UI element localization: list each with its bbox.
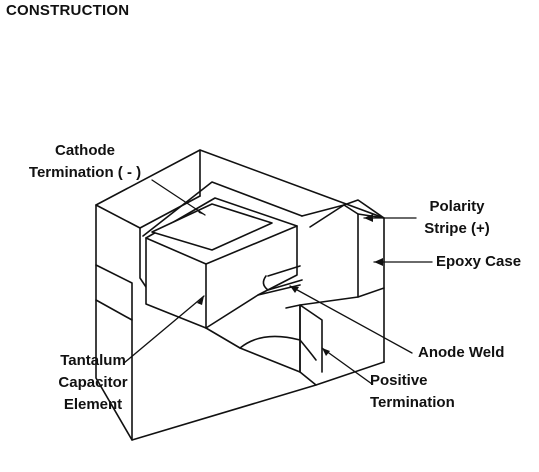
cathode-label-line2: Termination ( - ) xyxy=(28,164,142,181)
tantalum-label-line1: Tantalum xyxy=(60,352,126,369)
polarity-stripe-label: Polarity Stripe (+) xyxy=(412,196,502,240)
leader-lines xyxy=(123,179,433,385)
arrowhead-polarity xyxy=(364,214,373,222)
polarity-stripe xyxy=(309,199,385,298)
tantalum-label-line2: Capacitor xyxy=(58,374,128,391)
tantalum-label-line3: Element xyxy=(63,396,123,413)
positive-label-line1: Positive xyxy=(370,372,428,389)
arrowhead-anode xyxy=(290,286,299,293)
cathode-termination-plate xyxy=(151,203,273,251)
anode-weld-label: Anode Weld xyxy=(418,344,505,361)
positive-termination xyxy=(205,287,385,386)
epoxy-case-label: Epoxy Case xyxy=(436,253,522,270)
tantalum-element-label: Tantalum Capacitor Element xyxy=(38,350,148,416)
polarity-label-line2: Stripe (+) xyxy=(424,220,490,237)
positive-label-line2: Termination xyxy=(370,394,455,411)
cathode-label-line1: Cathode xyxy=(55,142,115,159)
positive-termination-label: Positive Termination xyxy=(370,370,455,414)
cathode-termination-label: Cathode Termination ( - ) xyxy=(10,140,160,184)
polarity-label-line1: Polarity xyxy=(429,198,485,215)
arrowhead-cathode xyxy=(196,208,205,215)
arrowhead-epoxy xyxy=(374,258,383,266)
diagram-heading: CONSTRUCTION xyxy=(6,2,130,19)
arrowhead-tantalum xyxy=(197,296,204,305)
arrowhead-positive xyxy=(322,348,330,356)
